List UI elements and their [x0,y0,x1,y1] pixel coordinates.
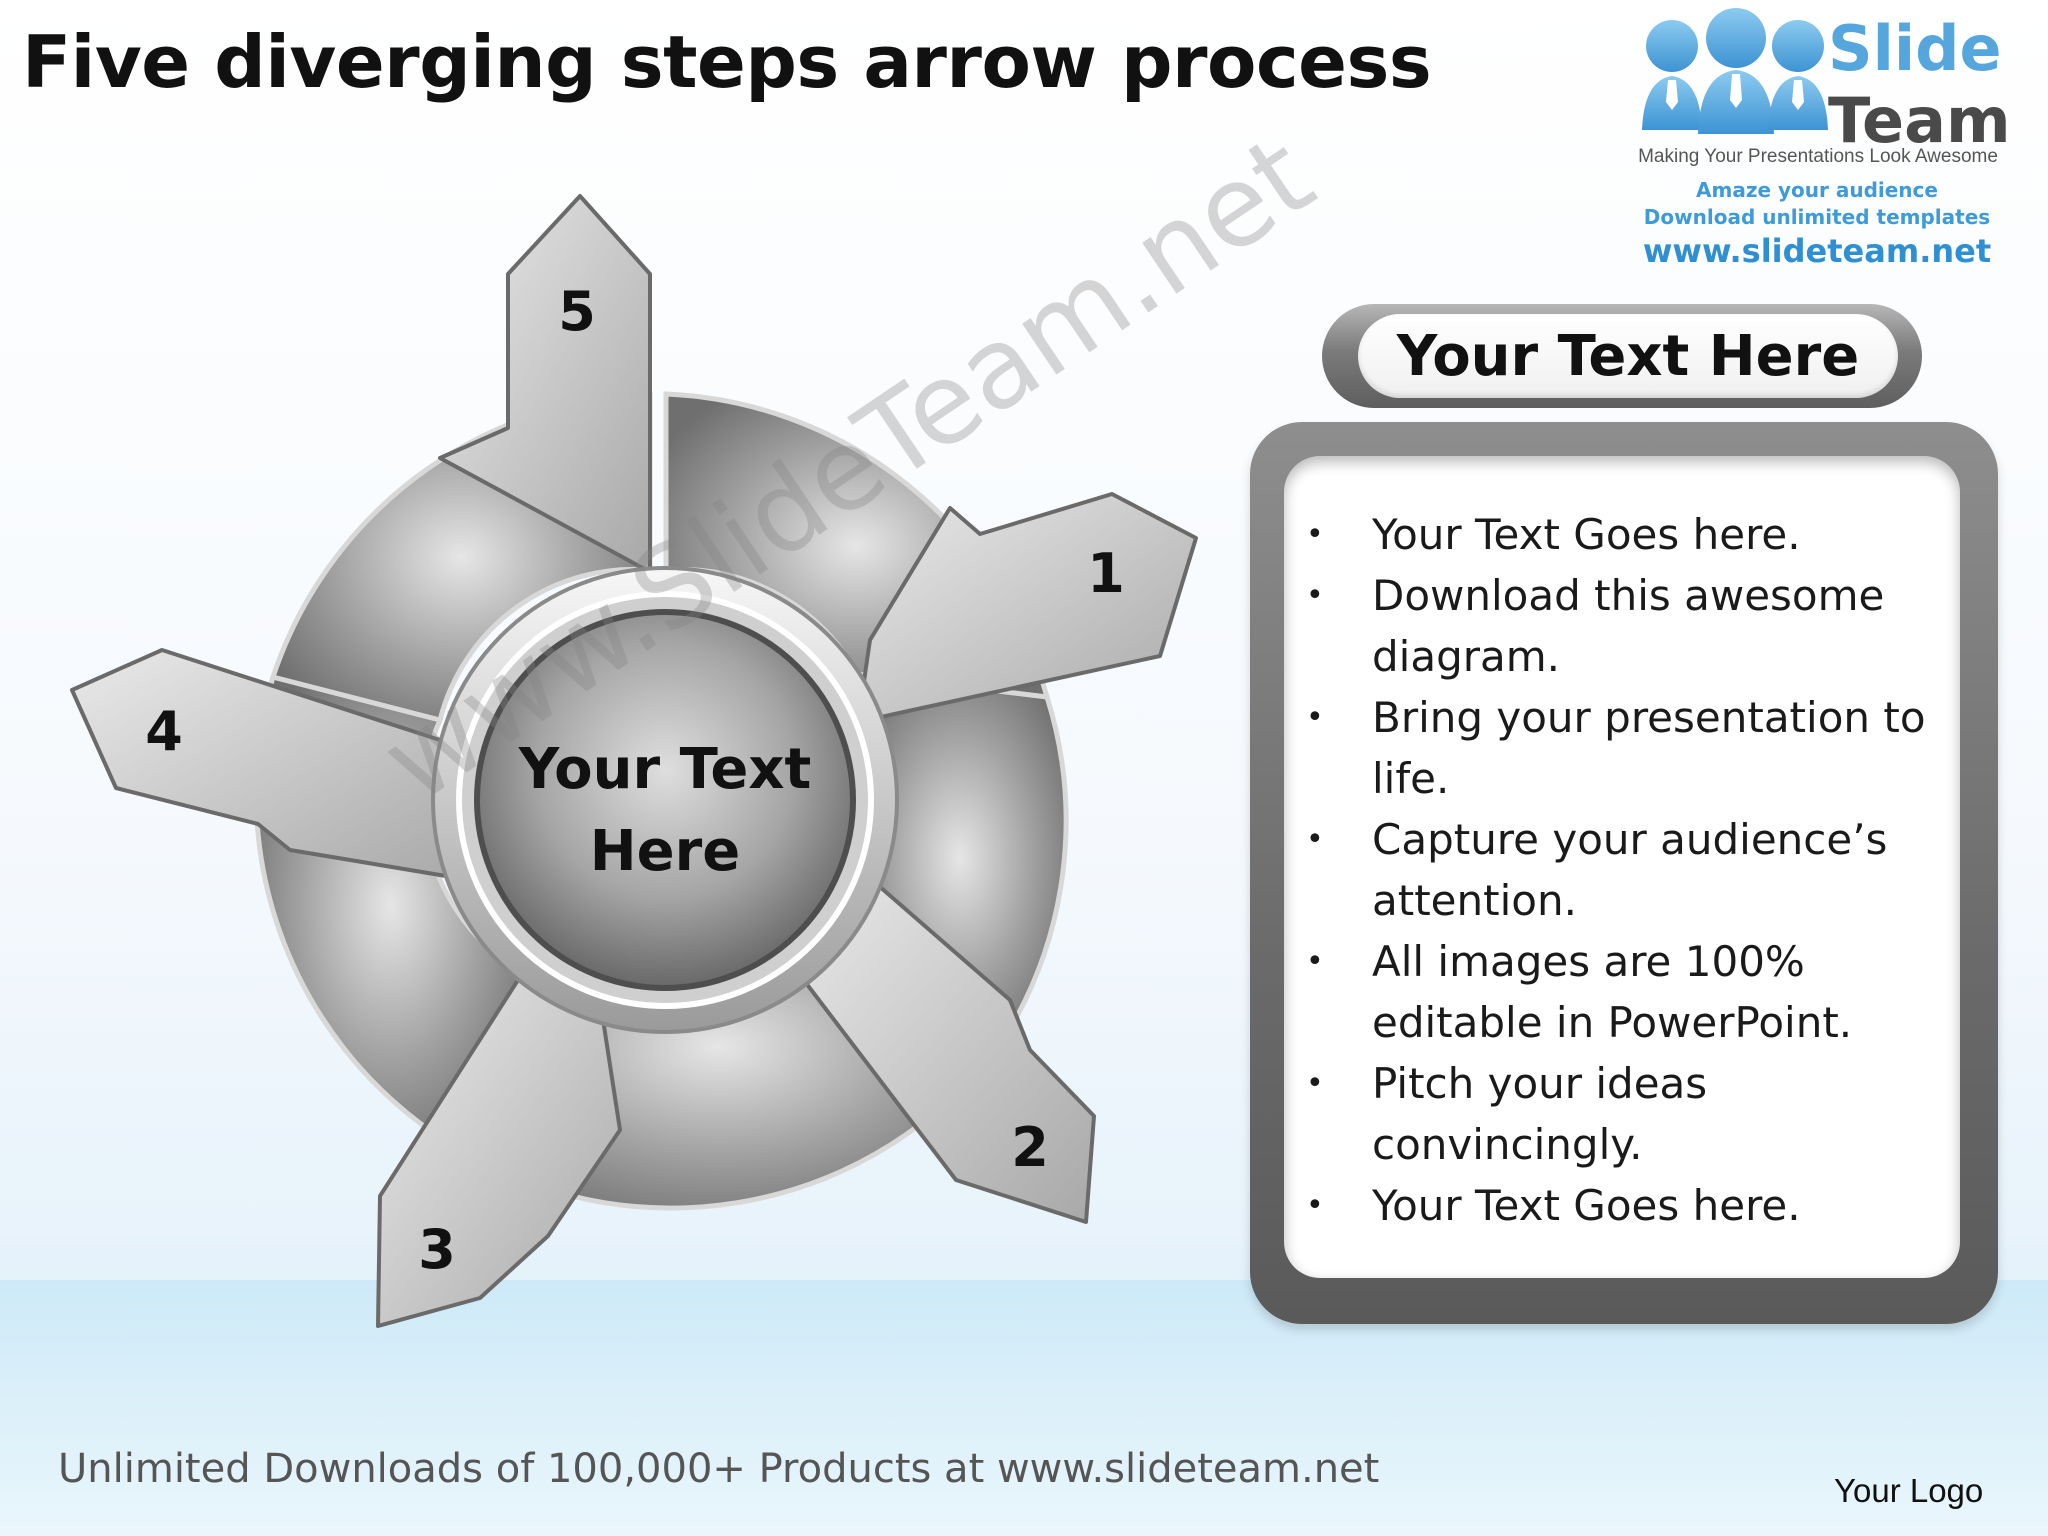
footer-promo-link[interactable]: Unlimited Downloads of 100,000+ Products… [58,1446,1380,1492]
brand-name-slide: Slide [1828,12,2002,85]
panel-title-pill-inner: Your Text Here [1358,314,1898,398]
bullet-item: • Your Text Goes here. [1284,1175,1944,1236]
step-arrow-4 [70,648,472,882]
bullet-dot-icon: • [1306,1188,1324,1223]
brand-tagline: Making Your Presentations Look Awesome [1638,146,1998,167]
center-label-line-2: Here [590,819,740,884]
bullet-item: • Capture your audience’s attention. [1284,809,1944,931]
step-arrow-1 [856,492,1198,724]
step-number-4: 4 [145,700,183,763]
brand-promo-line: Amaze your audience [1696,178,1938,202]
text-panel-body: • Your Text Goes here. • Download this awe… [1284,456,1960,1278]
people-logo-icon [1642,8,1828,134]
bullet-text: All images are 100% editable in PowerPoi… [1372,937,1853,1047]
bullet-dot-icon: • [1306,578,1324,613]
bullet-item: • Your Text Goes here. [1284,504,1944,565]
bullet-item: • Pitch your ideas convincingly. [1284,1053,1944,1175]
brand-promo-line: Download unlimited templates [1643,205,1991,229]
bullet-text: Your Text Goes here. [1372,510,1801,559]
diverging-steps-diagram: Your Text Here 5 1 2 3 4 [70,194,1198,1328]
bullet-dot-icon: • [1306,822,1324,857]
brand-name-team: Team [1828,84,2011,157]
bullet-text: Capture your audience’s attention. [1372,815,1888,925]
bullet-dot-icon: • [1306,1066,1324,1101]
center-label-line-1: Your Text [518,737,812,802]
step-number-2: 2 [1011,1116,1049,1179]
step-number-3: 3 [418,1218,456,1281]
logo-placeholder: Your Logo [1834,1472,1984,1509]
bullet-text: Bring your presentation to life. [1372,693,1926,803]
step-arrow-2 [788,878,1096,1224]
bullet-item: • Download this awesome diagram. [1284,565,1944,687]
bullet-text: Pitch your ideas convincingly. [1372,1059,1708,1169]
step-number-1: 1 [1087,542,1125,605]
panel-title-pill: Your Text Here [1322,304,1922,408]
bullet-list: • Your Text Goes here. • Download this awe… [1284,504,1944,1236]
center-hub [474,609,856,991]
bullet-item: • Bring your presentation to life. [1284,687,1944,809]
brand-url-link[interactable]: www.slideteam.net [1642,232,1992,270]
bullet-text: Your Text Goes here. [1372,1181,1801,1230]
step-number-5: 5 [558,280,596,343]
page-title: Five diverging steps arrow process [22,20,1432,104]
step-arrow-5 [438,194,652,574]
brand-logo[interactable]: Slide Team Making Your Presentations Loo… [1612,6,2022,276]
text-panel: • Your Text Goes here. • Download this awe… [1250,422,1998,1324]
bullet-dot-icon: • [1306,944,1324,979]
bullet-dot-icon: • [1306,517,1324,552]
bullet-item: • All images are 100% editable in PowerPo… [1284,931,1944,1053]
bullet-text: Download this awesome diagram. [1372,571,1885,681]
panel-title: Your Text Here [1396,323,1860,389]
bullet-dot-icon: • [1306,700,1324,735]
